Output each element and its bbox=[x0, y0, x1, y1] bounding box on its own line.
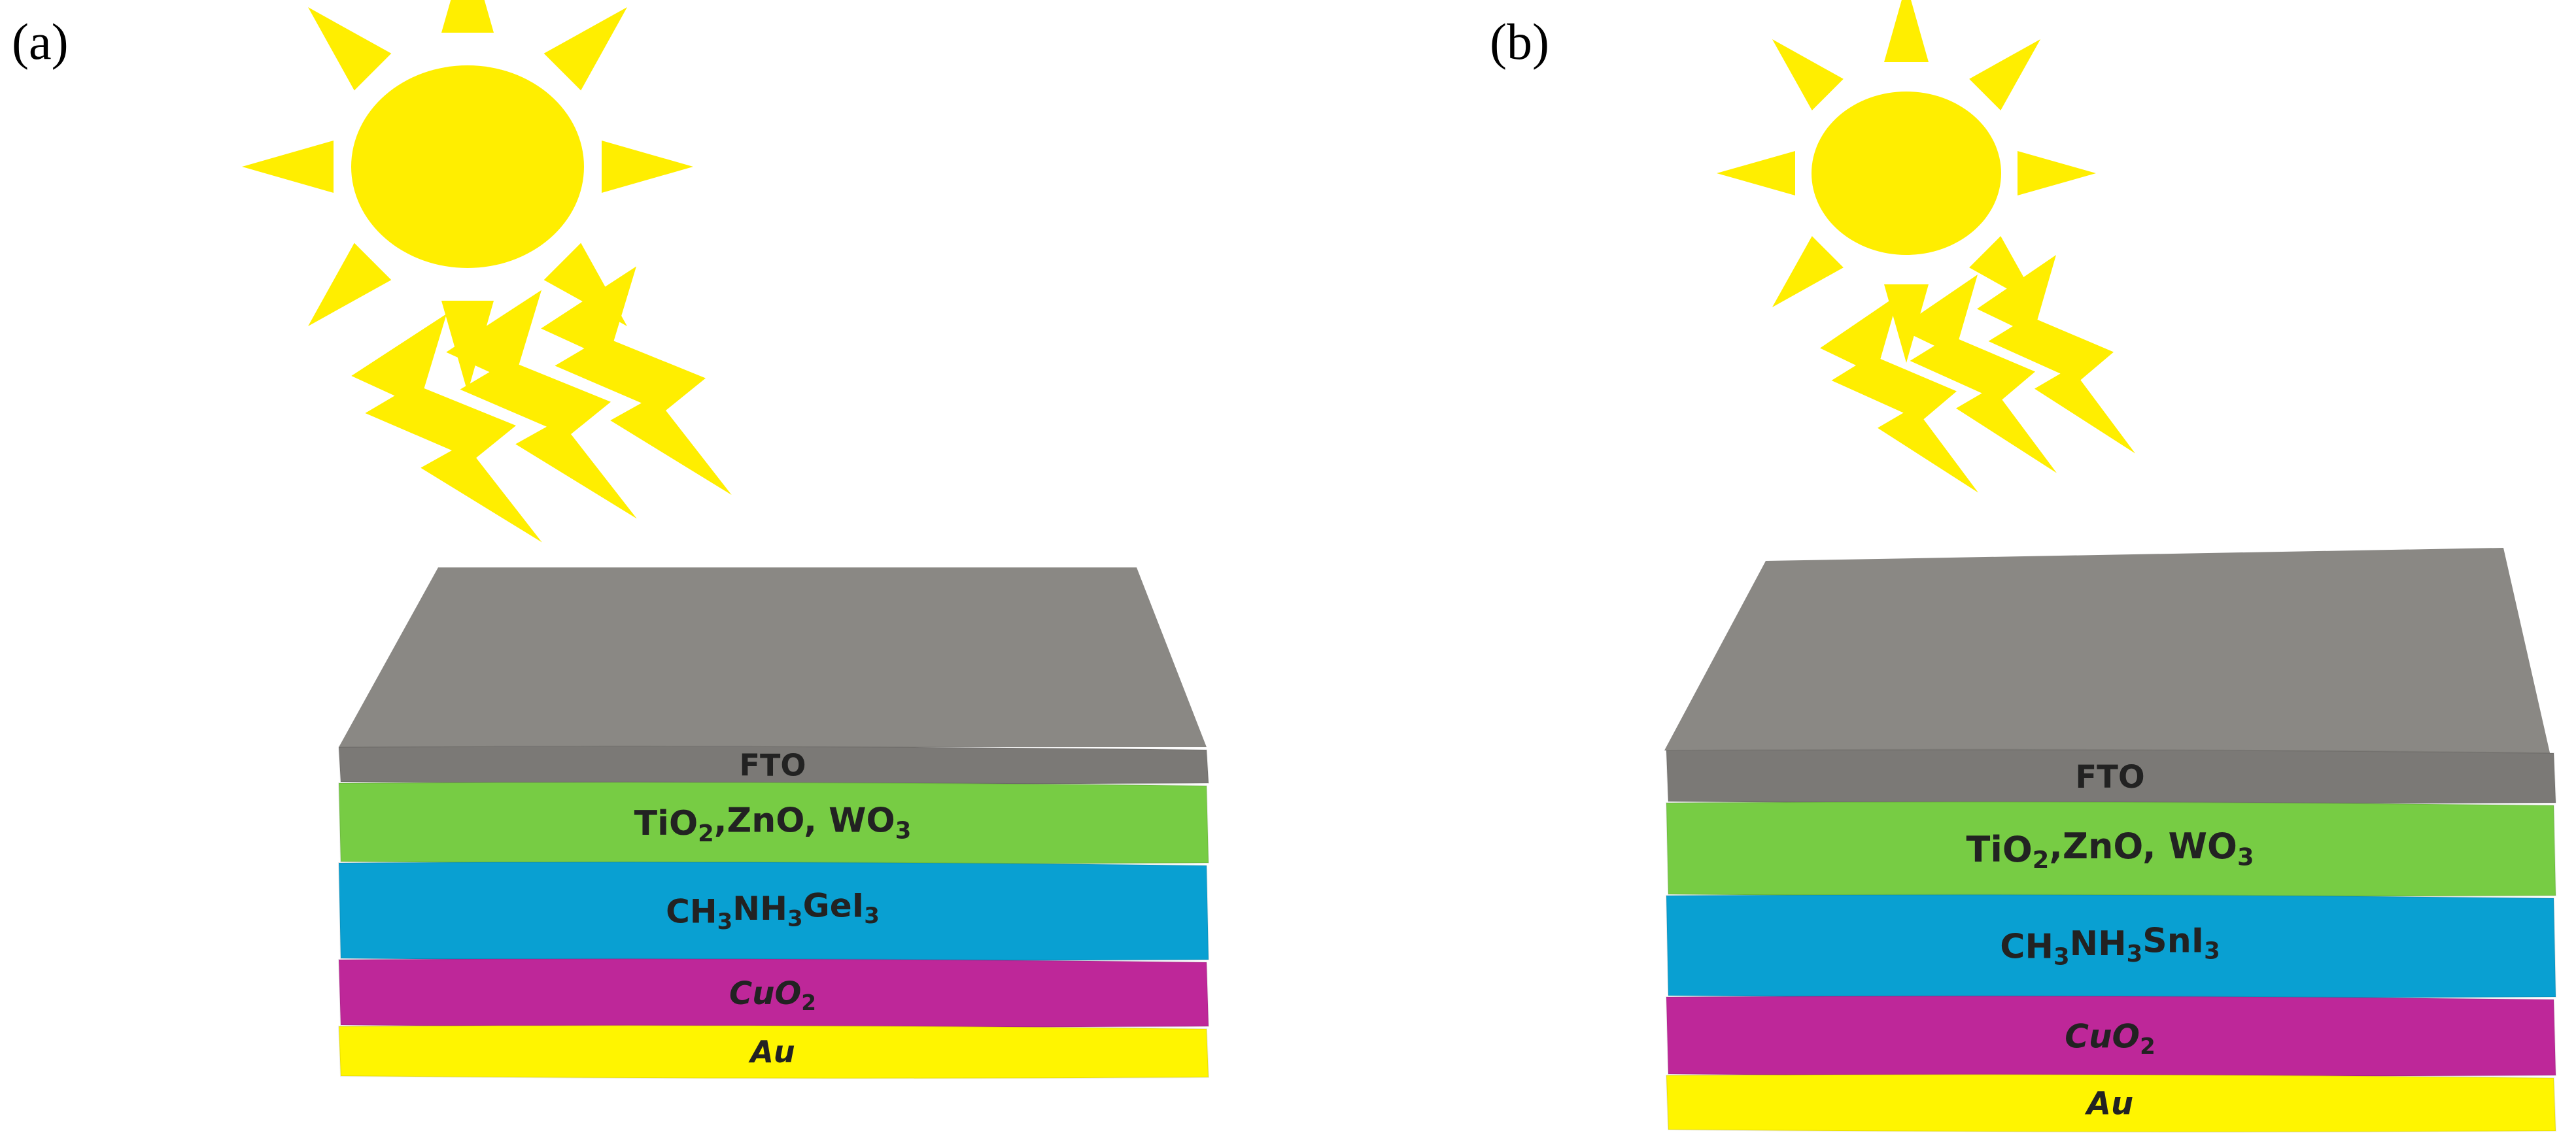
subscript: 3 bbox=[2053, 944, 2070, 971]
lightning-bolt bbox=[541, 266, 732, 496]
light-rays-icon bbox=[1820, 255, 2135, 493]
panel-label: (b) bbox=[1490, 13, 1549, 70]
sun-ray bbox=[602, 141, 693, 193]
subscript: 3 bbox=[895, 817, 912, 844]
formula-part: GeI bbox=[803, 887, 865, 925]
subscript: 3 bbox=[717, 909, 733, 935]
formula-part: CuO bbox=[729, 975, 801, 1012]
layer-electrode-label: Au bbox=[748, 1034, 795, 1069]
layer-electrode bbox=[1665, 1073, 2557, 1133]
lightning-bolt bbox=[1977, 255, 2135, 454]
sun-ray bbox=[543, 7, 627, 91]
sun-ray bbox=[1772, 39, 1844, 110]
sun-disc bbox=[1812, 92, 2001, 255]
sun-ray bbox=[242, 141, 334, 193]
subscript: 3 bbox=[2127, 941, 2143, 967]
subscript: 2 bbox=[801, 990, 816, 1015]
subscript: 3 bbox=[787, 906, 803, 932]
sun-ray bbox=[1772, 236, 1844, 308]
formula-part: NH bbox=[732, 890, 787, 928]
sun-ray bbox=[441, 0, 494, 33]
sun-ray bbox=[308, 243, 392, 326]
formula-part: ,ZnO, WO bbox=[2049, 826, 2237, 867]
layer-perovskite-label: CH3NH3SnI3 bbox=[2000, 921, 2220, 970]
lightning-bolt bbox=[1820, 294, 1978, 493]
layer-electrode-label: Au bbox=[2084, 1085, 2133, 1122]
layer-htl-label: CuO2 bbox=[729, 975, 816, 1015]
sun-ray bbox=[1884, 0, 1929, 62]
sun-icon bbox=[242, 0, 693, 392]
formula-part: NH bbox=[2070, 924, 2127, 964]
formula-part: ,ZnO, WO bbox=[714, 801, 895, 841]
formula-part: TiO bbox=[634, 804, 698, 843]
subscript: 3 bbox=[2237, 843, 2254, 871]
sun-ray bbox=[2018, 151, 2096, 195]
formula-part: TiO bbox=[1966, 829, 2033, 870]
panel-label: (a) bbox=[12, 13, 69, 70]
lightning-bolt bbox=[446, 290, 637, 519]
layer-perovskite-label: CH3NH3GeI3 bbox=[666, 887, 880, 935]
layer-fto-label: FTO bbox=[2075, 759, 2144, 796]
subscript: 2 bbox=[2140, 1034, 2155, 1060]
formula-part: CuO bbox=[2065, 1018, 2140, 1056]
sun-ray bbox=[308, 7, 392, 91]
fto-top-face bbox=[1664, 548, 2554, 770]
formula-part: CH bbox=[666, 893, 717, 931]
subscript: 2 bbox=[698, 820, 714, 847]
layer-htl-label: CuO2 bbox=[2065, 1018, 2155, 1060]
layer-fto-label: FTO bbox=[740, 748, 806, 783]
sun-ray bbox=[1969, 39, 2041, 110]
layer-etl-label: TiO2,ZnO, WO3 bbox=[1966, 826, 2254, 874]
layer-electrode bbox=[337, 1024, 1210, 1079]
formula-part: CH bbox=[2000, 928, 2053, 967]
subscript: 3 bbox=[864, 903, 880, 929]
fto-top-face bbox=[339, 567, 1207, 747]
subscript: 2 bbox=[2033, 846, 2050, 874]
subscript: 3 bbox=[2204, 937, 2220, 964]
formula-part: SnI bbox=[2142, 921, 2204, 960]
lightning-bolt bbox=[351, 314, 542, 543]
sun-disc bbox=[351, 65, 584, 268]
light-rays-icon bbox=[351, 266, 732, 543]
layer-etl-label: TiO2,ZnO, WO3 bbox=[634, 801, 912, 848]
sun-ray bbox=[1717, 151, 1795, 195]
lightning-bolt bbox=[1898, 275, 2057, 473]
